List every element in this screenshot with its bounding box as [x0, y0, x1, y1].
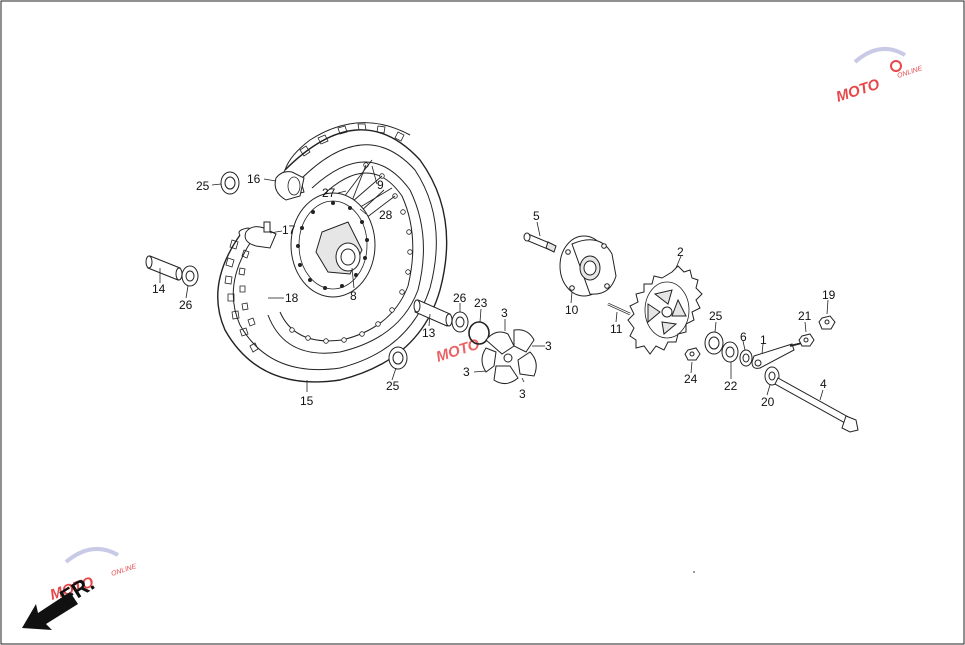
watermark-suffix-bottom: ONLINE	[110, 563, 137, 578]
callout-27: 27	[322, 186, 336, 200]
callout-4: 4	[820, 377, 827, 391]
callout-3-top: 3	[501, 306, 508, 320]
callout-23: 23	[474, 296, 488, 310]
stud-11	[607, 302, 631, 316]
dampers-3	[481, 329, 537, 384]
watermark-brand-mid: MOTO	[434, 336, 482, 366]
axle-4	[774, 377, 859, 433]
callout-25-bottom: 25	[386, 379, 400, 393]
gear-icon	[890, 60, 902, 72]
rim	[267, 161, 424, 354]
nut-20	[764, 366, 780, 386]
collar-14	[145, 255, 183, 281]
callout-8: 8	[350, 289, 357, 303]
callout-22: 22	[724, 379, 738, 393]
seal-26-left	[181, 265, 199, 287]
nut-19	[818, 315, 836, 330]
sprocket-2	[627, 265, 703, 355]
callout-15: 15	[300, 394, 314, 408]
watermark-logo-top: MOTO ONLINE	[834, 46, 924, 106]
callout-20: 20	[761, 395, 775, 409]
collar-22	[721, 341, 739, 363]
collar-13	[413, 299, 453, 327]
callout-3-bottom: 3	[519, 387, 526, 401]
bolt-5	[523, 232, 557, 253]
tube-17	[244, 221, 277, 249]
nut-24	[684, 347, 701, 361]
seal-26-right	[451, 311, 469, 333]
callout-17: 17	[282, 223, 296, 237]
callout-28: 28	[379, 208, 393, 222]
callout-26-right: 26	[453, 291, 467, 305]
callout-6: 6	[740, 330, 747, 344]
arrow-left-down-icon	[22, 592, 78, 630]
callout-13: 13	[422, 326, 436, 340]
callout-labels: 25 16 17 27 9 28 8 18 15 14 26 25 13 26 …	[152, 172, 836, 409]
washer-6	[739, 349, 753, 367]
watermark-brand-top: MOTO	[834, 76, 882, 106]
callout-16: 16	[247, 172, 261, 186]
nut-21	[798, 333, 815, 347]
callout-9: 9	[377, 178, 384, 192]
bearing-25-top	[220, 171, 240, 195]
leader-lines	[159, 165, 829, 401]
callout-14: 14	[152, 282, 166, 296]
bearing-25-bottom	[388, 346, 408, 370]
o-ring-23	[468, 321, 490, 345]
callout-3-left: 3	[463, 365, 470, 379]
hub-8	[290, 192, 376, 298]
callout-18: 18	[285, 291, 299, 305]
tube-16	[274, 171, 305, 201]
callout-19: 19	[822, 288, 836, 302]
callout-26-left: 26	[179, 298, 193, 312]
callout-11: 11	[610, 322, 623, 336]
bearing-25-right	[704, 331, 724, 355]
driven-flange-10	[559, 235, 617, 297]
callout-3-right: 3	[545, 339, 552, 353]
callout-25-top: 25	[196, 179, 210, 193]
callout-10: 10	[565, 303, 579, 317]
watermark-logo-mid: MOTO	[434, 336, 482, 366]
callout-24: 24	[684, 372, 698, 386]
callout-1: 1	[760, 333, 767, 347]
front-direction-arrow: FR.	[22, 570, 99, 630]
stray-dot	[693, 571, 695, 573]
callout-2: 2	[677, 245, 684, 259]
callout-25-right: 25	[709, 309, 723, 323]
callout-5: 5	[533, 209, 540, 223]
callout-21: 21	[798, 309, 812, 323]
